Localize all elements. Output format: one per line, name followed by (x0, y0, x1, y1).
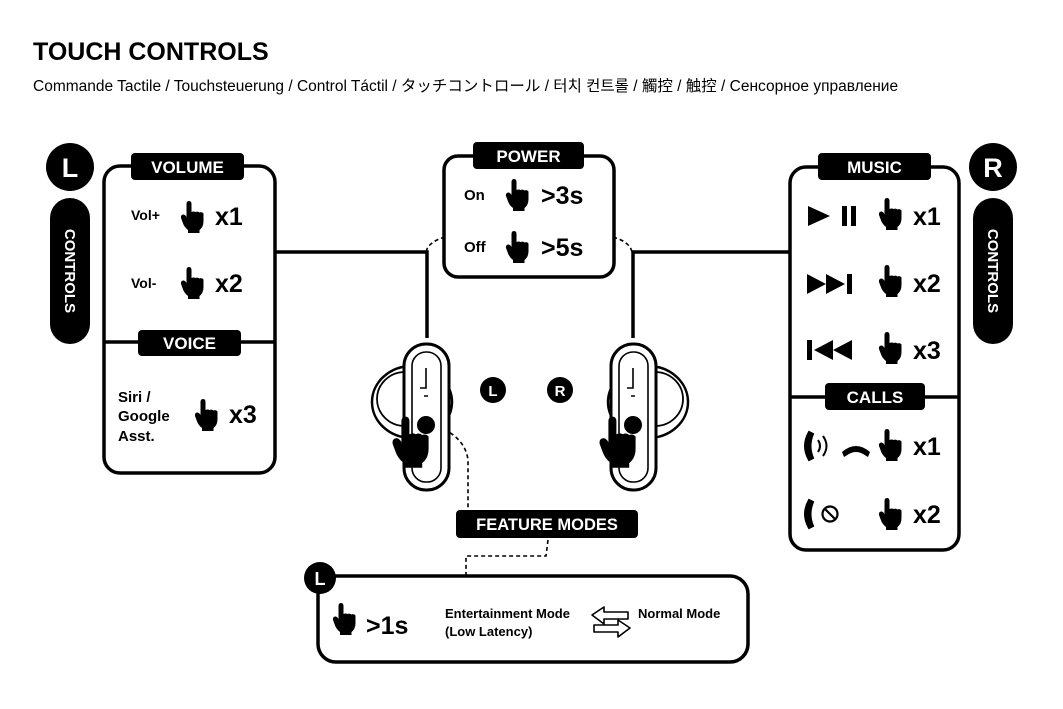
right-controls-pill (973, 198, 1013, 344)
vol-down-taps: x2 (215, 270, 243, 298)
vol-up-label: Vol+ (131, 207, 160, 223)
feature-modes-panel: L >1s Entertainment Mode (Low Latency) N… (304, 562, 750, 664)
next-taps: x2 (913, 270, 941, 298)
right-controls-panel: R CONTROLS MUSIC x1 x2 x3 (788, 143, 1017, 552)
feature-modes-title: FEATURE MODES (476, 516, 618, 534)
voice-label-line1: Siri / (118, 389, 151, 406)
left-earbud-badge-label: L (488, 383, 497, 400)
right-connector-line (631, 250, 790, 338)
volume-title-pill (131, 153, 244, 180)
mode-a-line2: (Low Latency) (445, 624, 532, 639)
power-title-pill (473, 142, 584, 169)
power-on-label: On (464, 187, 485, 204)
right-side-badge (969, 143, 1017, 191)
power-right-dash (612, 236, 633, 253)
feature-duration: >1s (366, 612, 408, 640)
play-pause-icon (808, 206, 856, 226)
power-on-duration: >3s (541, 182, 583, 210)
answer-end-call-icon (804, 430, 870, 462)
feature-side-badge (304, 562, 336, 594)
power-off-duration: >5s (541, 234, 583, 262)
voice-label-line3: Asst. (118, 428, 155, 445)
right-earbud (599, 342, 690, 492)
right-earbud-badge-label: R (555, 383, 566, 400)
page-title: TOUCH CONTROLS (33, 38, 269, 66)
left-controls-panel: L CONTROLS VOLUME Vol+ x1 Vol- x2 VOICE … (46, 143, 277, 475)
next-track-icon (807, 274, 852, 294)
music-title-pill (818, 153, 931, 180)
left-side-badge-label: L (62, 153, 79, 183)
voice-taps: x3 (229, 401, 257, 429)
vol-down-label: Vol- (131, 275, 157, 291)
power-off-label: Off (464, 239, 487, 256)
left-side-badge (46, 143, 94, 191)
reject-taps: x2 (913, 501, 941, 529)
feature-modes-title-pill (456, 510, 638, 538)
mode-b: Normal Mode (638, 606, 720, 621)
right-earbud-badge (547, 377, 573, 403)
power-panel: POWER On >3s Off >5s (442, 142, 616, 279)
calls-title-pill (825, 383, 925, 410)
feature-dash-bottom (465, 539, 549, 578)
voice-label-line2: Google (118, 408, 170, 425)
language-subtitle: Commande Tactile / Touchsteuerung / Cont… (33, 77, 898, 95)
left-controls-pill (50, 198, 90, 344)
power-title: POWER (496, 147, 560, 166)
power-left-dash (425, 236, 446, 253)
volume-title: VOLUME (151, 158, 224, 177)
swap-arrows-icon (591, 606, 631, 638)
left-controls-label: CONTROLS (61, 229, 78, 313)
mode-a-line1: Entertainment Mode (445, 606, 570, 621)
power-panel-frame (442, 154, 616, 279)
reject-call-icon (804, 498, 839, 530)
right-side-badge-label: R (983, 153, 1003, 183)
calls-title: CALLS (847, 388, 904, 407)
music-title: MUSIC (847, 158, 902, 177)
voice-title: VOICE (163, 334, 216, 353)
previous-track-icon (807, 340, 852, 360)
voice-title-pill (138, 330, 241, 356)
play-pause-taps: x1 (913, 203, 941, 231)
answer-end-taps: x1 (913, 433, 941, 461)
prev-taps: x3 (913, 337, 941, 365)
right-controls-label: CONTROLS (984, 229, 1001, 313)
feature-side-badge-label: L (315, 569, 326, 589)
feature-modes-frame (316, 574, 750, 664)
left-connector-line (276, 250, 429, 338)
left-earbud-badge (480, 377, 506, 403)
vol-up-taps: x1 (215, 203, 243, 231)
left-earbud (370, 342, 454, 492)
